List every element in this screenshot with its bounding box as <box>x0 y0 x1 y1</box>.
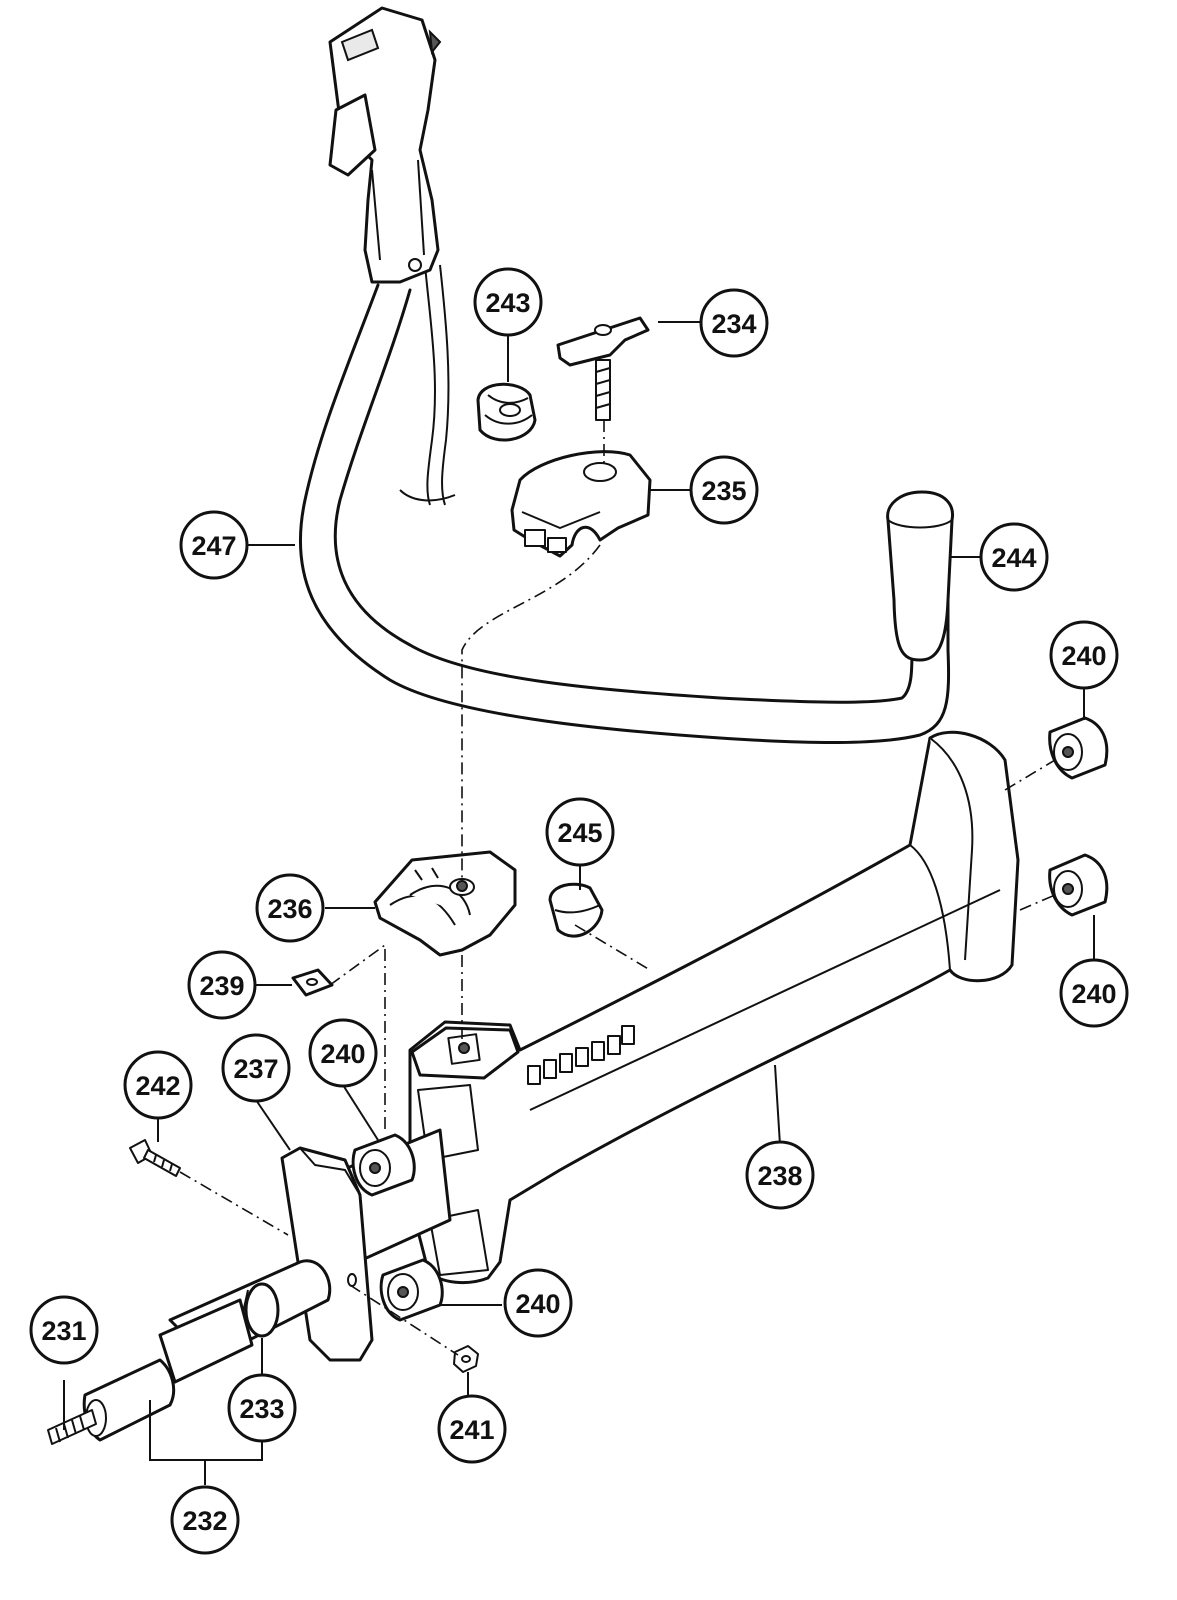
svg-text:239: 239 <box>199 971 244 1001</box>
svg-text:234: 234 <box>711 309 756 339</box>
callout-236: 236 <box>255 873 325 943</box>
damper-240-mid-right <box>1048 853 1109 917</box>
svg-text:241: 241 <box>449 1415 494 1445</box>
cable-clip-243 <box>476 382 537 442</box>
threaded-shaft-231 <box>47 1409 97 1445</box>
callout-240-right: 240 <box>1059 958 1129 1028</box>
callout-240-bottom: 240 <box>503 1268 573 1338</box>
svg-text:245: 245 <box>557 818 602 848</box>
damper-240-lower-left <box>379 1258 444 1322</box>
callout-235: 235 <box>689 455 759 525</box>
lower-clamp-236 <box>373 850 517 957</box>
svg-text:240: 240 <box>320 1039 365 1069</box>
svg-text:243: 243 <box>485 288 530 318</box>
svg-text:242: 242 <box>135 1071 180 1101</box>
damper-240-top-right <box>1048 716 1109 780</box>
svg-text:237: 237 <box>233 1054 278 1084</box>
callout-234: 234 <box>699 288 769 358</box>
callout-241: 241 <box>437 1394 507 1464</box>
shaft-232 <box>82 1298 254 1442</box>
svg-text:236: 236 <box>267 894 312 924</box>
damper-240-upper-left <box>351 1133 416 1197</box>
svg-text:238: 238 <box>757 1161 802 1191</box>
assembly-lines <box>179 420 1056 1356</box>
callout-242: 242 <box>123 1050 193 1120</box>
wing-bolt-234 <box>556 316 650 421</box>
callout-239: 239 <box>187 950 257 1020</box>
callout-238: 238 <box>745 1140 815 1210</box>
bolt-242 <box>129 1139 181 1177</box>
callout-231: 231 <box>29 1295 99 1365</box>
end-grip-244 <box>886 490 955 662</box>
callout-240-left: 240 <box>308 1018 378 1088</box>
leader-lines <box>63 321 1095 1485</box>
svg-text:240: 240 <box>1061 641 1106 671</box>
housing-238 <box>328 730 1020 1284</box>
svg-text:231: 231 <box>41 1316 86 1346</box>
callout-247: 247 <box>179 510 249 580</box>
handlebar-247 <box>298 6 951 745</box>
callout-245: 245 <box>545 797 615 867</box>
svg-text:232: 232 <box>182 1506 227 1536</box>
svg-text:247: 247 <box>191 531 236 561</box>
callout-233: 233 <box>227 1373 297 1443</box>
callout-237: 237 <box>221 1033 291 1103</box>
callout-244: 244 <box>979 522 1049 592</box>
upper-clamp-235 <box>510 450 652 558</box>
svg-text:240: 240 <box>1071 979 1116 1009</box>
svg-text:240: 240 <box>515 1289 560 1319</box>
square-nut-239 <box>291 968 334 997</box>
small-clip-245 <box>548 882 604 938</box>
hex-nut-241 <box>453 1345 479 1373</box>
svg-text:235: 235 <box>701 476 746 506</box>
svg-text:233: 233 <box>239 1394 284 1424</box>
svg-text:244: 244 <box>991 543 1036 573</box>
callout-240-top-right: 240 <box>1049 620 1119 690</box>
callout-243: 243 <box>473 267 543 337</box>
callout-232: 232 <box>170 1485 240 1555</box>
